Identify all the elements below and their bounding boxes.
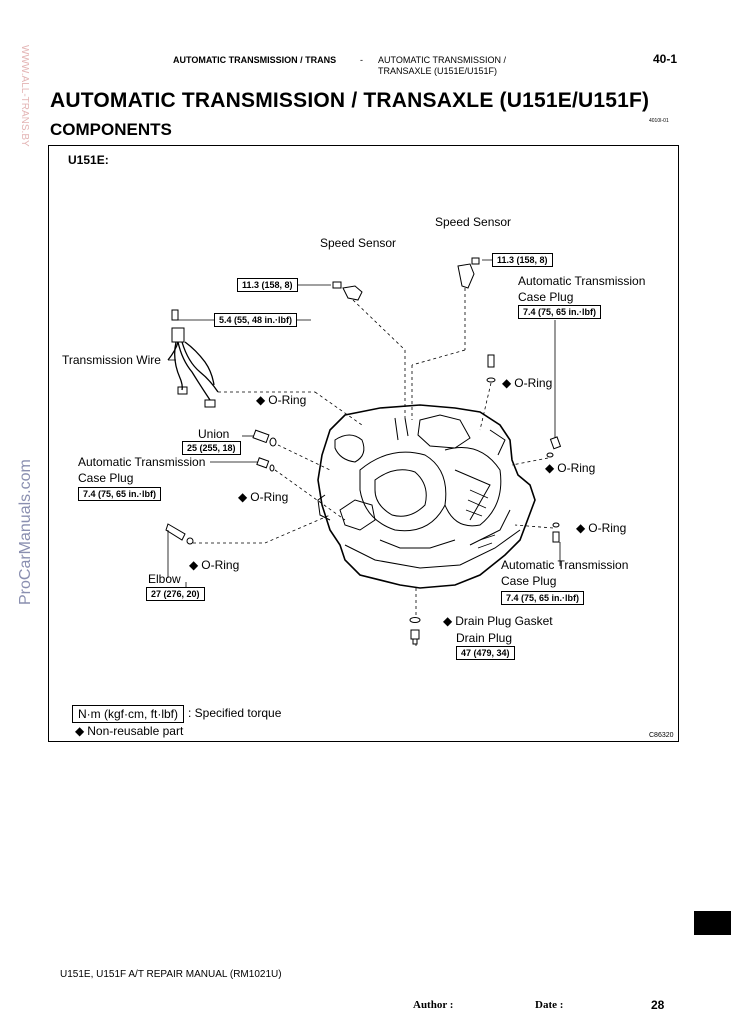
- case-plug-top-label-2: Case Plug: [518, 290, 574, 304]
- case-plug-left-label-2: Case Plug: [78, 471, 134, 485]
- o-ring-right-low-label: O-Ring: [576, 521, 626, 535]
- model-label: U151E:: [68, 153, 109, 167]
- speed-sensor-left-label: Speed Sensor: [320, 236, 397, 250]
- drain-plug-label: Drain Plug: [456, 631, 513, 645]
- o-ring-right-mid-label: O-Ring: [545, 461, 595, 475]
- torque-union: 25 (255, 18): [182, 441, 241, 455]
- footer-manual-title: U151E, U151F A/T REPAIR MANUAL (RM1021U): [60, 969, 282, 980]
- o-ring-elbow-label: O-Ring: [189, 558, 239, 572]
- footer-page-number: 28: [651, 998, 665, 1012]
- reference-code: 4010I-01: [649, 118, 669, 124]
- footer-author: Author :: [413, 999, 454, 1011]
- section-tab-marker: [694, 911, 731, 935]
- page-title: AUTOMATIC TRANSMISSION / TRANSAXLE (U151…: [50, 89, 650, 112]
- header-subsection-line1: AUTOMATIC TRANSMISSION /: [378, 55, 507, 65]
- o-ring-top-right-label: O-Ring: [502, 376, 552, 390]
- o-ring-mid-left-label: O-Ring: [256, 393, 306, 407]
- header-subsection-line2: TRANSAXLE (U151E/U151F): [378, 66, 498, 76]
- torque-case-plug-bottom: 7.4 (75, 65 in.·lbf): [501, 591, 585, 605]
- o-ring-left-low-label: O-Ring: [238, 490, 288, 504]
- legend-non-reusable: Non-reusable part: [75, 724, 183, 738]
- case-plug-left-label-1: Automatic Transmission: [78, 455, 206, 469]
- torque-case-plug-left: 7.4 (75, 65 in.·lbf): [78, 487, 162, 501]
- legend-torque-text: : Specified torque: [188, 706, 282, 720]
- torque-speed-sensor-right: 11.3 (158, 8): [492, 253, 553, 267]
- page-number: 40-1: [653, 52, 678, 66]
- speed-sensor-right-label: Speed Sensor: [435, 215, 512, 229]
- torque-wire-bolt: 5.4 (55, 48 in.·lbf): [214, 313, 298, 327]
- case-plug-top-label-1: Automatic Transmission: [518, 274, 646, 288]
- elbow-label: Elbow: [148, 572, 181, 586]
- legend-torque-unit: N·m (kgf·cm, ft·lbf): [72, 705, 184, 723]
- components-diagram-frame: [48, 145, 679, 742]
- case-plug-bottom-label-1: Automatic Transmission: [501, 558, 629, 572]
- section-subtitle: COMPONENTS: [50, 120, 172, 139]
- torque-speed-sensor-left: 11.3 (158, 8): [237, 278, 298, 292]
- transmission-wire-label: Transmission Wire: [62, 353, 161, 367]
- illustration-code: C86320: [649, 732, 674, 739]
- drain-plug-gasket-label: Drain Plug Gasket: [443, 614, 552, 628]
- footer-date: Date :: [535, 999, 564, 1011]
- torque-elbow: 27 (276, 20): [146, 587, 205, 601]
- torque-drain-plug: 47 (479, 34): [456, 646, 515, 660]
- torque-case-plug-top: 7.4 (75, 65 in.·lbf): [518, 305, 602, 319]
- header-section: AUTOMATIC TRANSMISSION / TRANS: [173, 55, 337, 65]
- union-label: Union: [198, 427, 230, 441]
- header-dash: -: [360, 55, 363, 65]
- case-plug-bottom-label-2: Case Plug: [501, 574, 557, 588]
